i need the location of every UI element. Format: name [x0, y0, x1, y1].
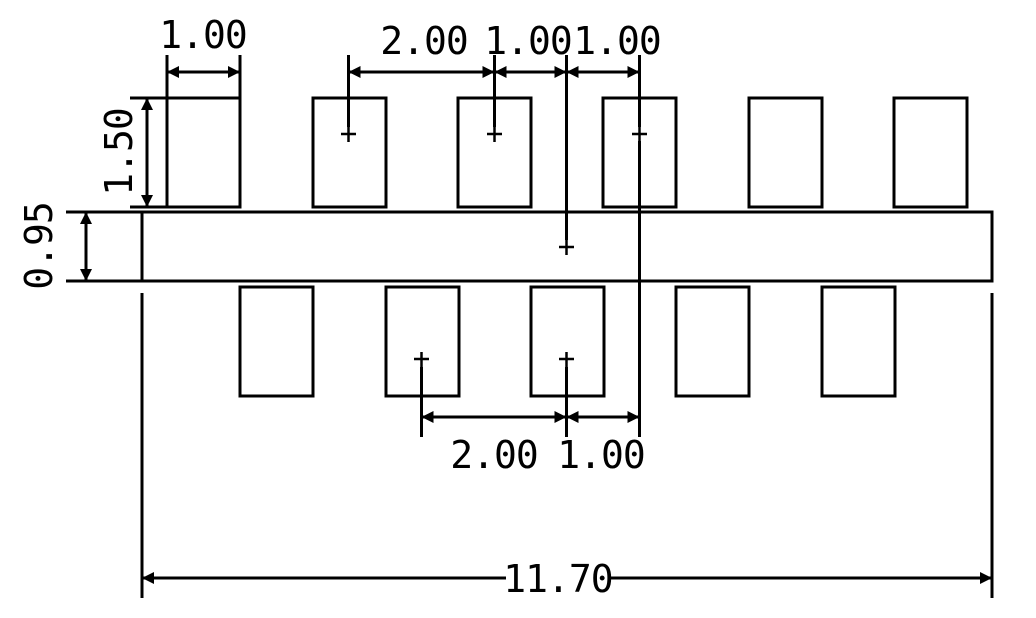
center-markers [341, 127, 647, 367]
center-cross [632, 127, 647, 142]
bottom-pad [238, 285, 315, 398]
dim-label-pad-width: 1.00 [159, 13, 247, 57]
dimension-lines [80, 66, 992, 584]
top-pad [165, 96, 242, 209]
dim-label-half-left: 1.00 [484, 19, 572, 63]
center-cross [559, 352, 574, 367]
bottom-pad [820, 285, 897, 398]
dim-label-pitch-bottom: 2.00 [450, 433, 538, 477]
dim-label-overall: 11.70 [503, 557, 612, 601]
dim-label-gap: 0.95 [17, 202, 61, 290]
bottom-pad [674, 285, 751, 398]
dim-label-half-right: 1.00 [573, 19, 661, 63]
dim-label-pad-length: 1.50 [97, 108, 141, 196]
top-pad [892, 96, 969, 209]
center-cross [487, 127, 502, 142]
dim-label-pitch-top: 2.00 [380, 19, 468, 63]
dimension-labels: 1.00 2.00 1.00 1.00 1.50 0.95 2.00 1.00 … [17, 13, 662, 601]
top-pad [747, 96, 824, 209]
dim-label-offset-bottom: 1.00 [557, 433, 645, 477]
extension-lines [66, 55, 994, 598]
center-cross [559, 240, 574, 255]
center-cross [414, 352, 429, 367]
center-cross [341, 127, 356, 142]
